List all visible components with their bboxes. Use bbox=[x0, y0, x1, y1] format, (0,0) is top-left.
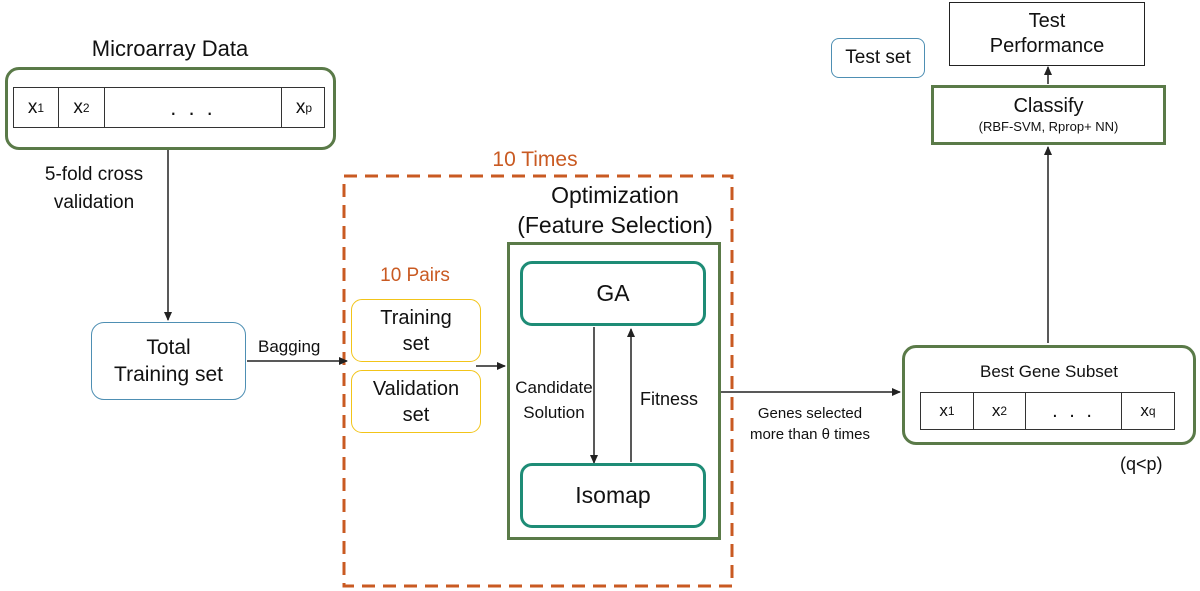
test-performance-line2: Performance bbox=[989, 35, 1105, 57]
classify-box: Classify (RBF-SVM, Rprop+ NN) bbox=[931, 85, 1166, 145]
ga-box: GA bbox=[520, 261, 706, 326]
test-performance-box: Test Performance bbox=[949, 2, 1145, 66]
test-performance-line1: Test bbox=[1028, 10, 1066, 32]
candidate-solution-label: Candidate Solution bbox=[500, 375, 608, 425]
candidate-line1: Candidate bbox=[515, 378, 593, 397]
validation-set-box: Validation set bbox=[351, 370, 481, 433]
total-training-line2: Training set bbox=[114, 363, 223, 386]
classify-subtitle: (RBF-SVM, Rprop+ NN) bbox=[978, 119, 1119, 134]
training-set-line2: set bbox=[402, 332, 430, 355]
classify-title: Classify bbox=[1013, 95, 1084, 117]
total-training-box: Total Training set bbox=[91, 322, 246, 400]
optimization-title-line2: (Feature Selection) bbox=[517, 212, 713, 238]
optimization-title-line1: Optimization bbox=[551, 182, 679, 208]
ga-label: GA bbox=[596, 280, 630, 306]
cv-label-line1: 5-fold cross bbox=[44, 164, 144, 185]
total-training-line1: Total bbox=[146, 336, 191, 359]
isomap-box: Isomap bbox=[520, 463, 706, 528]
validation-set-line1: Validation bbox=[372, 377, 460, 400]
ten-times-label: 10 Times bbox=[492, 148, 578, 171]
genes-selected-label: Genes selected more than θ times bbox=[730, 403, 890, 445]
training-set-box: Training set bbox=[351, 299, 481, 362]
ten-pairs-label: 10 Pairs bbox=[380, 265, 450, 286]
feature-cell-ellipsis: . . . bbox=[105, 88, 282, 127]
cv-label-line2: validation bbox=[53, 192, 135, 213]
optimization-title: Optimization (Feature Selection) bbox=[490, 180, 740, 240]
test-set-box: Test set bbox=[831, 38, 925, 78]
q-less-p-note: (q<p) bbox=[1120, 454, 1163, 474]
gene-cell-ellipsis: . . . bbox=[1026, 393, 1122, 429]
bagging-label: Bagging bbox=[258, 337, 321, 356]
validation-set-line2: set bbox=[402, 403, 430, 426]
microarray-title: Microarray Data bbox=[91, 36, 249, 61]
test-set-label: Test set bbox=[845, 47, 911, 68]
training-set-line1: Training bbox=[380, 306, 452, 329]
fitness-label: Fitness bbox=[640, 389, 699, 409]
isomap-label: Isomap bbox=[575, 482, 651, 508]
optimization-box bbox=[507, 242, 721, 540]
genes-selected-line2: more than θ times bbox=[749, 426, 871, 443]
candidate-line2: Solution bbox=[523, 403, 585, 422]
best-gene-subset-title: Best Gene Subset bbox=[980, 362, 1118, 381]
ten-times-loop-border bbox=[342, 174, 734, 588]
cv-label: 5-fold cross validation bbox=[14, 161, 174, 217]
genes-selected-line1: Genes selected bbox=[757, 405, 863, 422]
